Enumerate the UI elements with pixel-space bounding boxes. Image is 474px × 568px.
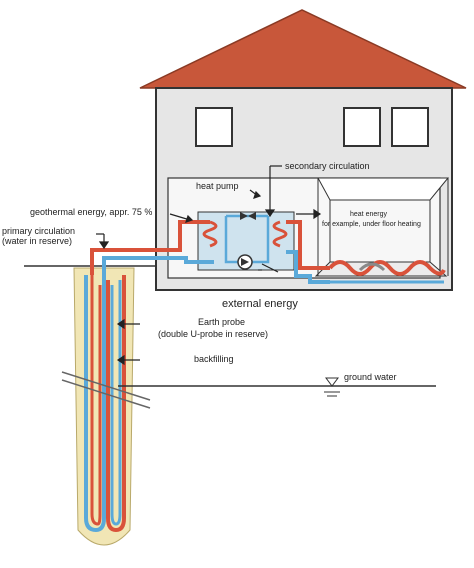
secondary-pipe-cold: [286, 250, 330, 284]
ground-water-symbol: [325, 377, 339, 387]
probe-pipe-hot-2: [106, 275, 126, 533]
earth-probe-sublabel: (double U-probe in reserve): [158, 329, 268, 339]
floor-heating-room: [317, 177, 450, 201]
secondary-pipe-hot: [286, 220, 330, 270]
primary-pipe-cold: [102, 256, 214, 275]
external-energy-label: external energy: [222, 298, 298, 310]
compressor-icon: [241, 258, 249, 266]
probe-pipe-cold: [84, 275, 106, 533]
label-arrows: [96, 165, 322, 366]
backfilling-label: backfilling: [194, 354, 234, 364]
floor-heating-coil-mid: [358, 262, 386, 272]
earth-probe-label: Earth probe: [198, 317, 245, 327]
window-left: [195, 107, 233, 147]
ground-water-line: [61, 371, 151, 401]
probe-pipe-hot: [90, 275, 102, 526]
ground-water-line: [61, 379, 151, 409]
window-right: [391, 107, 429, 147]
evaporator-coil: [202, 220, 218, 248]
primary-circulation-sublabel: (water in reserve): [2, 236, 72, 246]
ground-water-label: ground water: [344, 372, 397, 382]
primary-pipe-hot: [90, 220, 210, 275]
house-roof: [139, 9, 467, 89]
primary-circulation-label: primary circulation: [2, 226, 75, 236]
secondary-circulation-label: secondary circulation: [285, 161, 370, 171]
floor-heating-coil: [328, 260, 446, 276]
geothermal-energy-label: geothermal energy, appr. 75 %: [30, 207, 152, 217]
window-mid: [343, 107, 381, 147]
heat-energy-sublabel: for example, under floor heating: [322, 221, 421, 228]
expansion-valve: [240, 212, 248, 220]
heat-energy-label: heat energy: [350, 211, 387, 218]
heat-pump-label: heat pump: [196, 181, 239, 191]
probe-pipe-cold-2: [110, 280, 122, 526]
expansion-valve: [248, 212, 256, 220]
condenser-coil: [272, 220, 288, 248]
